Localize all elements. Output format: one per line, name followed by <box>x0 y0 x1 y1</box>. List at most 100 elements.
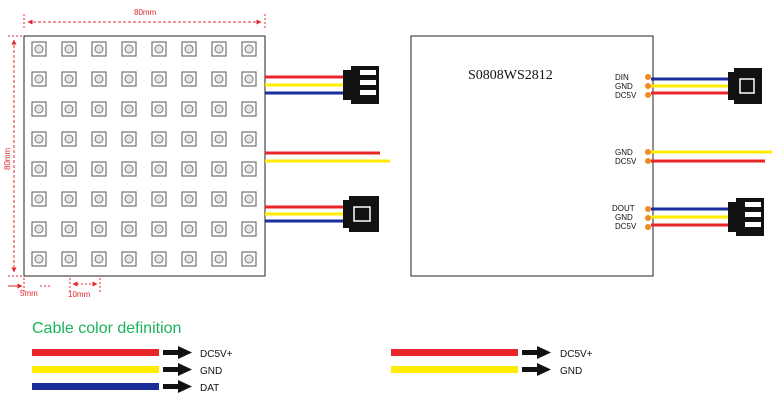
arrow-right-icon <box>163 346 192 359</box>
led-cell <box>181 161 197 177</box>
led-cell <box>61 191 77 207</box>
led-cell <box>91 191 107 207</box>
led-cell <box>151 161 167 177</box>
led-cell <box>181 221 197 237</box>
led-cell <box>91 71 107 87</box>
led-cell <box>181 41 197 57</box>
led-cell <box>121 191 137 207</box>
male-connector-icon <box>728 198 764 236</box>
led-cell <box>211 71 227 87</box>
pin-din-label: DIN <box>615 73 629 82</box>
legend-label-dc5v: DC5V+ <box>560 349 593 360</box>
pin-gnd-label: GND <box>615 148 633 157</box>
led-cell <box>91 221 107 237</box>
led-cell <box>121 221 137 237</box>
led-cell <box>61 41 77 57</box>
led-cell <box>61 221 77 237</box>
led-cell <box>151 101 167 117</box>
module-box: S0808WS2812 <box>410 35 654 277</box>
led-cell <box>121 131 137 147</box>
pin-dc5v-label: DC5V <box>615 91 637 100</box>
female-connector-icon <box>343 196 379 232</box>
legend-item-gnd: GND <box>391 363 582 377</box>
legend-label-dc5v: DC5V+ <box>200 349 233 360</box>
pitch-dimension: 10mm <box>68 278 101 299</box>
led-cell <box>31 101 47 117</box>
led-cell <box>241 101 257 117</box>
led-cell <box>31 221 47 237</box>
led-cell <box>121 161 137 177</box>
led-cell <box>151 71 167 87</box>
led-cell <box>31 191 47 207</box>
led-cell <box>181 191 197 207</box>
pin-dc5v-label: DC5V <box>615 157 637 166</box>
legend-label-gnd: GND <box>560 366 582 377</box>
pin-dout-label: DOUT <box>612 204 635 213</box>
led-cell <box>31 71 47 87</box>
led-cell <box>91 251 107 267</box>
led-cell <box>211 251 227 267</box>
arrow-right-icon <box>163 380 192 393</box>
legend-title: Cable color definition <box>32 320 181 337</box>
panel-width-dimension: 80mm <box>23 8 266 30</box>
led-cell <box>61 131 77 147</box>
module-input-pins: DIN GND DC5V <box>615 68 762 104</box>
led-cell <box>61 161 77 177</box>
led-cell <box>121 101 137 117</box>
arrow-right-icon <box>163 363 192 376</box>
led-cell <box>241 131 257 147</box>
led-cell <box>241 251 257 267</box>
led-cell <box>121 251 137 267</box>
led-cell <box>121 41 137 57</box>
led-cell <box>91 161 107 177</box>
legend-label-gnd: GND <box>200 366 222 377</box>
margin-dimension: 5mm <box>8 278 50 298</box>
led-cell <box>31 131 47 147</box>
led-cell <box>211 101 227 117</box>
led-cell <box>211 41 227 57</box>
led-cell <box>91 101 107 117</box>
led-cell <box>151 131 167 147</box>
legend-three-wire: DC5V+ GND DAT <box>32 346 233 394</box>
led-cell <box>151 221 167 237</box>
legend-two-wire: DC5V+ GND <box>391 346 593 377</box>
panel-input-cable <box>265 66 379 104</box>
legend-item-dat: DAT <box>32 380 219 394</box>
led-cell <box>241 41 257 57</box>
margin-label: 5mm <box>20 289 38 298</box>
module-title: S0808WS2812 <box>468 68 553 83</box>
pin-gnd-label: GND <box>615 82 633 91</box>
led-cell <box>31 251 47 267</box>
legend-item-gnd: GND <box>32 363 222 377</box>
led-cell <box>61 71 77 87</box>
led-cell <box>151 251 167 267</box>
arrow-right-icon <box>522 346 551 359</box>
led-cell <box>211 221 227 237</box>
pin-gnd-label: GND <box>615 213 633 222</box>
led-cell <box>241 71 257 87</box>
led-cell <box>211 191 227 207</box>
panel-height-label: 80mm <box>3 147 12 170</box>
led-cell <box>31 161 47 177</box>
panel-output-cable <box>265 196 379 232</box>
led-cell <box>91 131 107 147</box>
led-cell <box>181 131 197 147</box>
led-cell <box>181 71 197 87</box>
led-cell <box>241 221 257 237</box>
pin-dc5v-label: DC5V <box>615 222 637 231</box>
female-connector-icon <box>728 68 762 104</box>
arrow-right-icon <box>522 363 551 376</box>
led-cell <box>61 101 77 117</box>
led-cell <box>91 41 107 57</box>
led-cell <box>181 251 197 267</box>
led-cell <box>241 191 257 207</box>
panel-height-dimension: 80mm <box>3 35 22 277</box>
led-cell <box>151 41 167 57</box>
legend-item-dc5v: DC5V+ <box>32 346 233 360</box>
legend-label-dat: DAT <box>200 383 219 394</box>
module-output-pins: DOUT GND DC5V <box>612 198 764 236</box>
led-cell <box>211 131 227 147</box>
led-cell <box>31 41 47 57</box>
pitch-label: 10mm <box>68 290 91 299</box>
